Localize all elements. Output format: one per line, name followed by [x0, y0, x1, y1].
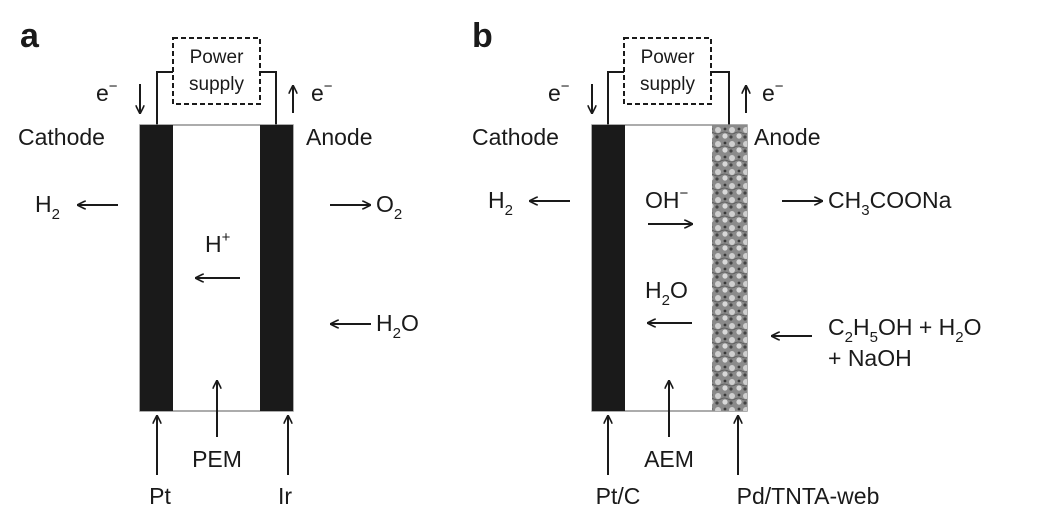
electron-label-right: e−	[762, 78, 784, 106]
pt-label: Pt	[149, 483, 171, 509]
panel-a: a Power supply e− e− Cathode Anode H2 O2…	[18, 17, 419, 509]
anode-label: Anode	[754, 124, 821, 150]
pem-label: PEM	[192, 446, 242, 472]
ir-label: Ir	[278, 483, 292, 509]
cathode-wire	[607, 71, 624, 125]
h2-label: H2	[35, 191, 60, 223]
panel-b-letter: b	[472, 17, 493, 55]
panel-b: b Power supply e− e− Cathode Anode H2 OH…	[472, 17, 982, 509]
aem-label: AEM	[644, 446, 694, 472]
anode-electrode	[260, 125, 293, 411]
o2-label: O2	[376, 191, 402, 223]
electron-label-right: e−	[311, 78, 333, 106]
power-supply-label-line1: Power	[641, 47, 696, 68]
electron-label-left: e−	[548, 78, 570, 106]
anode-wire	[260, 71, 277, 125]
ptc-label: Pt/C	[596, 483, 641, 509]
power-supply-label-line2: supply	[640, 74, 695, 95]
panel-a-letter: a	[20, 17, 40, 55]
h2-label: H2	[488, 187, 513, 219]
proton-label: H+	[205, 229, 231, 257]
cathode-electrode	[592, 125, 625, 411]
cathode-electrode	[140, 125, 173, 411]
water-label: H2O	[645, 277, 688, 309]
electron-label-left: e−	[96, 78, 118, 106]
porous-anode-electrode	[712, 125, 747, 411]
pd-tnta-label: Pd/TNTA-web	[737, 483, 880, 509]
cathode-wire	[156, 71, 173, 125]
power-supply-label-line2: supply	[189, 74, 244, 95]
hydroxide-label: OH−	[645, 185, 689, 213]
power-supply-label-line1: Power	[190, 47, 245, 68]
cathode-label: Cathode	[472, 124, 559, 150]
feed-label-line2: + NaOH	[828, 345, 912, 371]
cathode-label: Cathode	[18, 124, 105, 150]
water-label: H2O	[376, 310, 419, 342]
feed-label-line1: C2H5OH + H2O	[828, 314, 982, 346]
anode-wire	[711, 71, 730, 125]
product-label: CH3COONa	[828, 187, 952, 219]
anode-label: Anode	[306, 124, 373, 150]
